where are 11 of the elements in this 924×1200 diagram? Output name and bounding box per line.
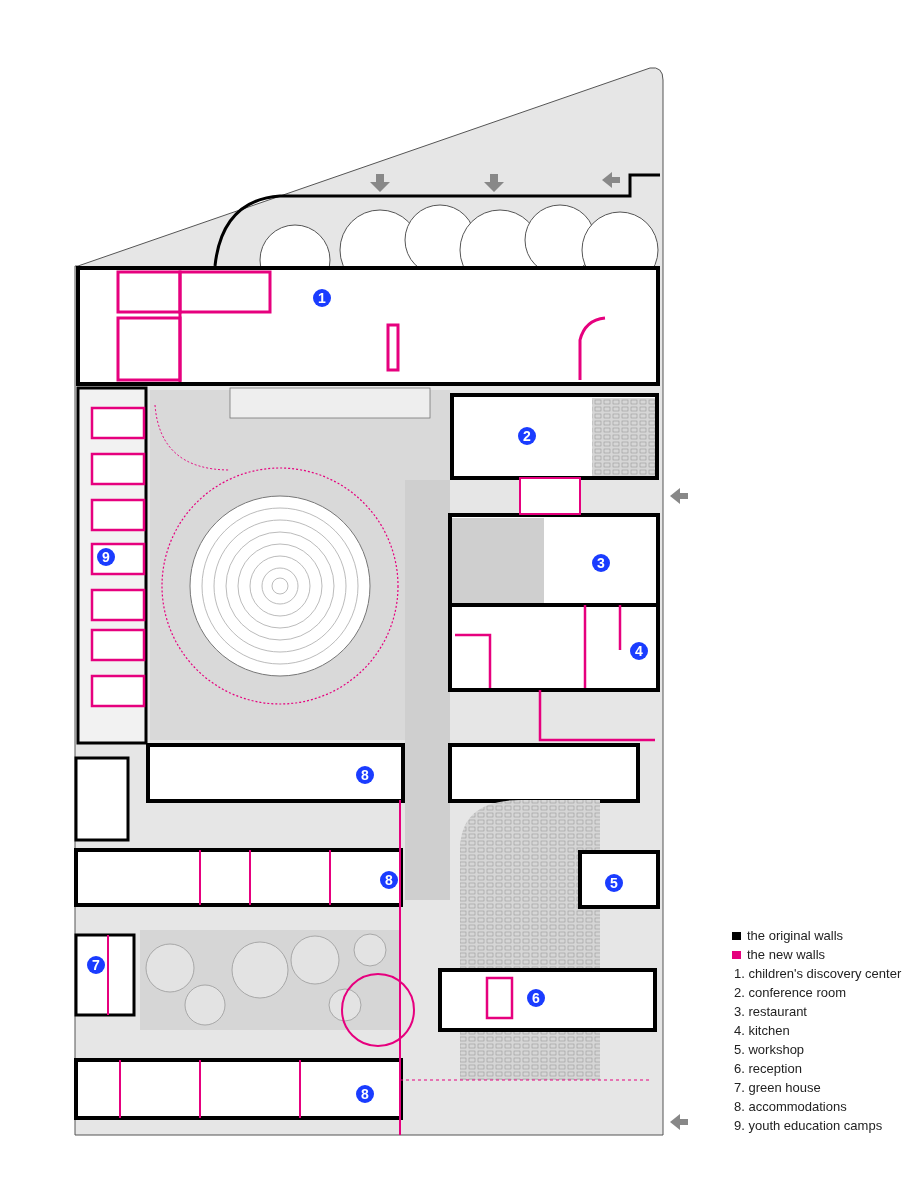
legend-text: 3. restaurant <box>734 1004 807 1019</box>
legend-text: 4. kitchen <box>734 1023 790 1038</box>
legend-text: the original walls <box>747 928 844 943</box>
legend-text: 6. reception <box>734 1061 802 1076</box>
legend-text: 2. conference room <box>734 985 846 1000</box>
legend-text: the new walls <box>747 947 826 962</box>
legend-text: 1. children's discovery center <box>734 966 902 981</box>
legend-text: 5. workshop <box>734 1042 805 1057</box>
legend-text: 8. accommodations <box>734 1099 847 1114</box>
legend-text: 9. youth education camps <box>734 1118 883 1133</box>
legend-text: 7. green house <box>734 1080 821 1095</box>
